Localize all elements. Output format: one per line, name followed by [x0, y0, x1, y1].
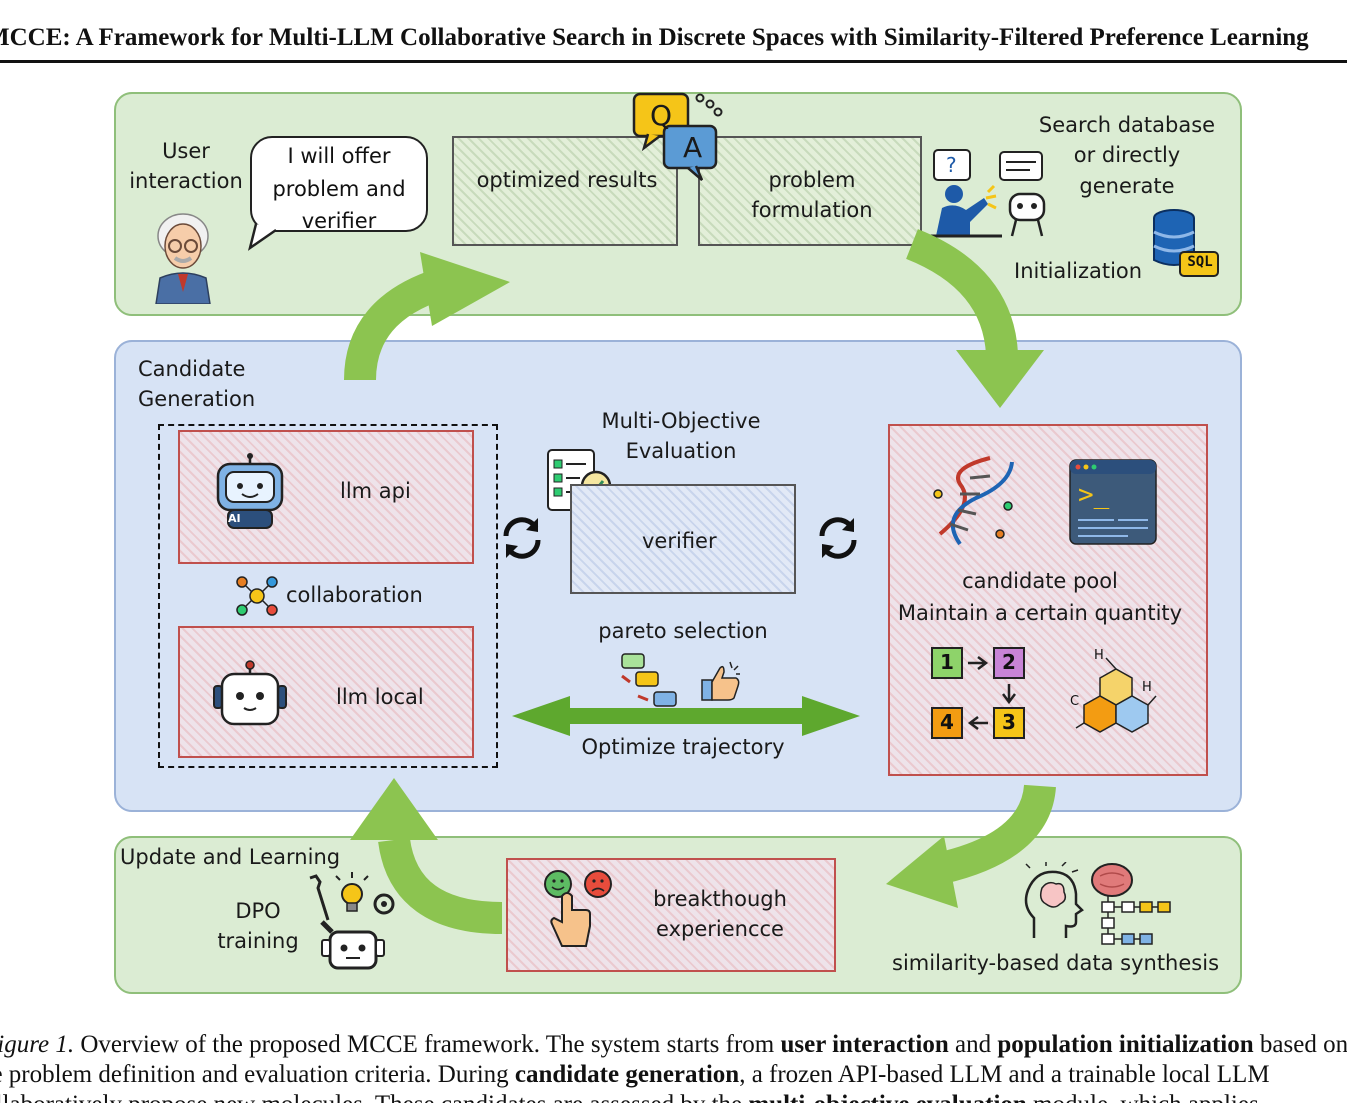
verifier-label: verifier	[642, 529, 717, 553]
collaboration-icon	[236, 576, 278, 616]
feedback-hand-icon	[544, 870, 612, 947]
terminal-icon	[1069, 459, 1157, 545]
initialization-label: Initialization	[1014, 259, 1143, 283]
candidate-generation-label: Candidate Generation	[138, 357, 256, 412]
llm-api-label: llm api	[340, 479, 411, 503]
problem-formulation-label: problem formulation	[751, 168, 873, 223]
optimize-trajectory-arrow	[512, 696, 860, 736]
dna-icon	[933, 456, 1014, 546]
maintain-quantity-label: Maintain a certain quantity	[897, 601, 1183, 625]
user-interaction-label: User interaction	[129, 139, 243, 194]
dpo-robot-icon	[309, 872, 395, 970]
database-icon	[1153, 209, 1219, 277]
caption-text-3c: module, which applies	[1027, 1091, 1259, 1103]
qa-chat-icon	[632, 92, 723, 181]
multi-objective-label: Multi-Objective Evaluation	[601, 409, 761, 464]
figure-caption: Figure 1. Overview of the proposed MCCE …	[0, 1030, 1347, 1103]
pareto-selection-label: pareto selection	[598, 619, 768, 643]
caption-text-2b: candidate generation	[514, 1061, 740, 1088]
caption-text-1c: and	[948, 1031, 998, 1058]
optimized-results-label: optimized results	[476, 168, 658, 192]
header-rule	[0, 60, 1347, 63]
terminal-prompt: >_	[1078, 480, 1110, 510]
dpo-training-label: DPO training	[217, 899, 299, 954]
caption-text-1b: user interaction	[780, 1031, 949, 1058]
caption-text-2a: the problem definition and evaluation cr…	[0, 1061, 515, 1088]
optimize-trajectory-label: Optimize trajectory	[581, 735, 785, 759]
flow-steps-diagram	[931, 647, 1025, 739]
caption-text-1e: based on	[1253, 1031, 1347, 1058]
user-avatar-icon	[155, 213, 211, 304]
paper-header-title: MCCE: A Framework for Multi-LLM Collabor…	[0, 24, 1309, 51]
molecule-icon	[1075, 657, 1157, 733]
ai-badge: AI	[228, 512, 241, 525]
caption-text-3b: multi-objective evaluation	[748, 1091, 1026, 1103]
caption-text-3a: collaboratively propose new molecules. T…	[0, 1091, 748, 1103]
caption-text-2c: , a frozen API-based LLM and a trainable…	[739, 1061, 1270, 1088]
collaboration-label: collaboration	[286, 583, 423, 607]
caption-text-1d: population initialization	[997, 1031, 1254, 1058]
molecule-label-c: C	[1070, 694, 1080, 709]
presenter-robot-icon: ?	[930, 149, 1046, 238]
update-learning-label: Update and Learning	[120, 845, 341, 869]
generation-dashed-group	[158, 424, 498, 768]
verifier-box	[570, 484, 796, 594]
candidate-pool-label: candidate pool	[962, 569, 1118, 593]
local-robot-icon	[213, 660, 287, 726]
flow-step-3: 3	[1002, 710, 1016, 734]
problem-formulation-box	[698, 136, 922, 246]
speech-bubble: I will offer problem and verifier	[250, 136, 428, 233]
sync-icon-left	[503, 517, 541, 559]
caption-text-1a: Overview of the proposed MCCE framework.…	[74, 1031, 781, 1058]
similarity-synthesis-label: similarity-based data synthesis	[892, 951, 1220, 975]
search-database-label: Search database or directly generate	[1038, 113, 1216, 198]
molecule-label-h2: H	[1142, 680, 1152, 695]
speech-bubble-tail	[247, 223, 277, 251]
thumbs-up-icon	[701, 661, 740, 701]
qa-q-letter: Q	[650, 99, 673, 132]
llm-local-label: llm local	[336, 685, 424, 709]
brain-data-icon	[1024, 862, 1171, 945]
sync-icon-right	[819, 517, 857, 559]
ranking-icon	[621, 653, 677, 707]
svg-text:?: ?	[946, 153, 957, 177]
flow-step-4: 4	[940, 710, 954, 734]
flow-step-2: 2	[1002, 650, 1016, 674]
qa-a-letter: A	[683, 131, 703, 164]
flow-step-1: 1	[940, 650, 954, 674]
optimized-results-box	[452, 136, 678, 246]
figure-label: Figure 1.	[0, 1031, 75, 1058]
sql-badge: SQL	[1187, 254, 1213, 270]
ai-robot-icon	[216, 453, 284, 529]
breakthrough-label: breakthough experiencce	[653, 887, 787, 942]
molecule-label-h1: H	[1094, 648, 1104, 663]
